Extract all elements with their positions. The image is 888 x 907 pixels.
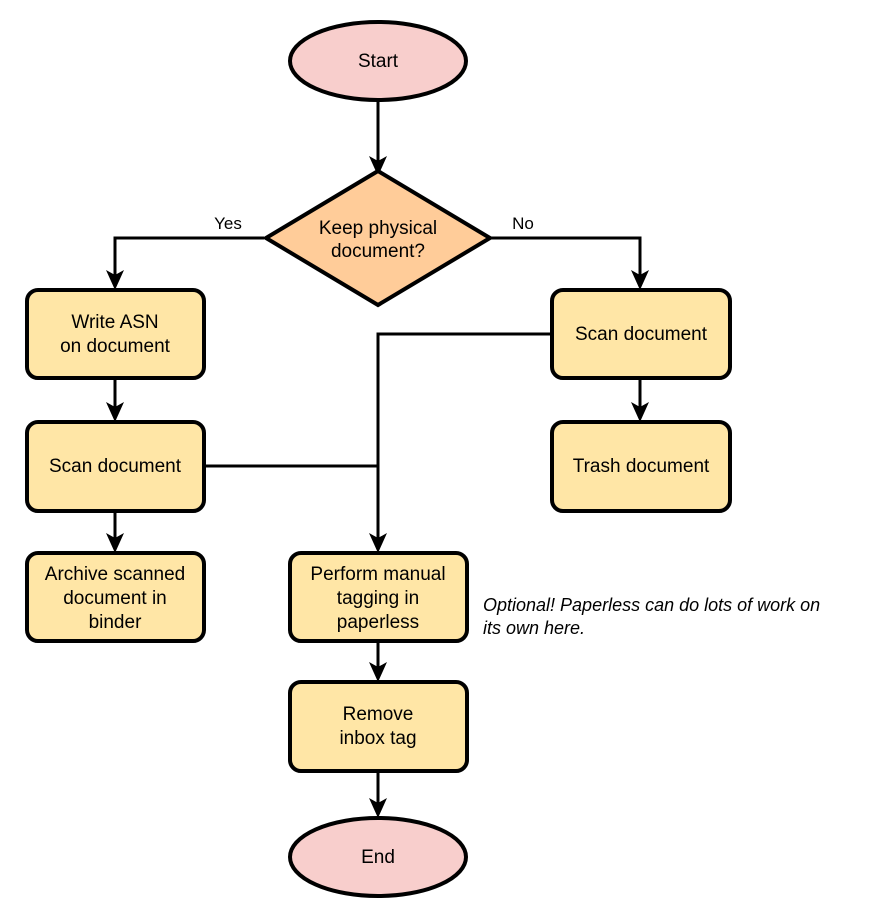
- node-perform-manual-tagging[interactable]: Perform manual tagging in paperless: [288, 551, 469, 643]
- node-write-asn-on-document[interactable]: Write ASN on document: [25, 288, 206, 380]
- node-start-label: Start: [358, 51, 399, 72]
- node-remove-inbox-tag[interactable]: Remove inbox tag: [288, 680, 469, 773]
- edge-arrow-into-tagging: [369, 533, 387, 553]
- note-optional-paperless: Optional! Paperless can do lots of work …: [483, 595, 820, 638]
- edge-label-yes: Yes: [214, 214, 242, 233]
- node-remove-inbox-label-line1: Remove: [343, 704, 414, 725]
- node-remove-inbox-label-line2: inbox tag: [339, 728, 416, 749]
- edge-tagging-to-remove-inbox: [369, 641, 387, 682]
- node-decision-label-line1: Keep physical: [319, 218, 437, 239]
- edge-scan-left-to-archive: [106, 511, 124, 553]
- node-tagging-label-line1: Perform manual: [310, 564, 445, 585]
- node-scan-document-left[interactable]: Scan document: [25, 420, 206, 513]
- edge-remove-inbox-to-end: [369, 771, 387, 818]
- node-scan-document-right[interactable]: Scan document: [550, 288, 732, 380]
- node-scan-document-right-label: Scan document: [575, 324, 708, 345]
- note-optional-line1: Optional! Paperless can do lots of work …: [483, 595, 820, 615]
- edge-write-asn-to-scan-left: [106, 378, 124, 422]
- node-decision-label-line2: document?: [331, 241, 425, 262]
- node-archive-label-line2: document in: [63, 588, 167, 609]
- node-end[interactable]: End: [288, 816, 468, 898]
- edge-start-to-decision: [369, 100, 387, 176]
- edge-scan-right-to-tagging: [376, 332, 552, 543]
- node-write-asn-label-line1: Write ASN: [71, 312, 158, 333]
- edge-label-no: No: [512, 214, 534, 233]
- node-archive-label-line1: Archive scanned: [45, 564, 185, 585]
- edge-scan-right-to-trash: [631, 378, 649, 422]
- node-write-asn-label-line2: on document: [60, 336, 171, 357]
- node-tagging-label-line2: tagging in: [337, 588, 419, 609]
- node-tagging-label-line3: paperless: [337, 612, 419, 633]
- node-archive-label-line3: binder: [89, 612, 142, 633]
- node-decision-keep-physical-document[interactable]: Keep physical document?: [262, 168, 494, 308]
- node-trash-document-label: Trash document: [573, 456, 710, 477]
- node-archive-scanned-document[interactable]: Archive scanned document in binder: [25, 551, 206, 643]
- node-start[interactable]: Start: [288, 20, 468, 102]
- node-trash-document[interactable]: Trash document: [550, 420, 732, 513]
- node-end-label: End: [361, 847, 395, 868]
- edge-decision-no-to-scan-right: [491, 236, 649, 290]
- note-optional-line2: its own here.: [483, 618, 585, 638]
- node-scan-document-left-label: Scan document: [49, 456, 182, 477]
- edge-decision-yes-to-write-asn: [106, 236, 264, 290]
